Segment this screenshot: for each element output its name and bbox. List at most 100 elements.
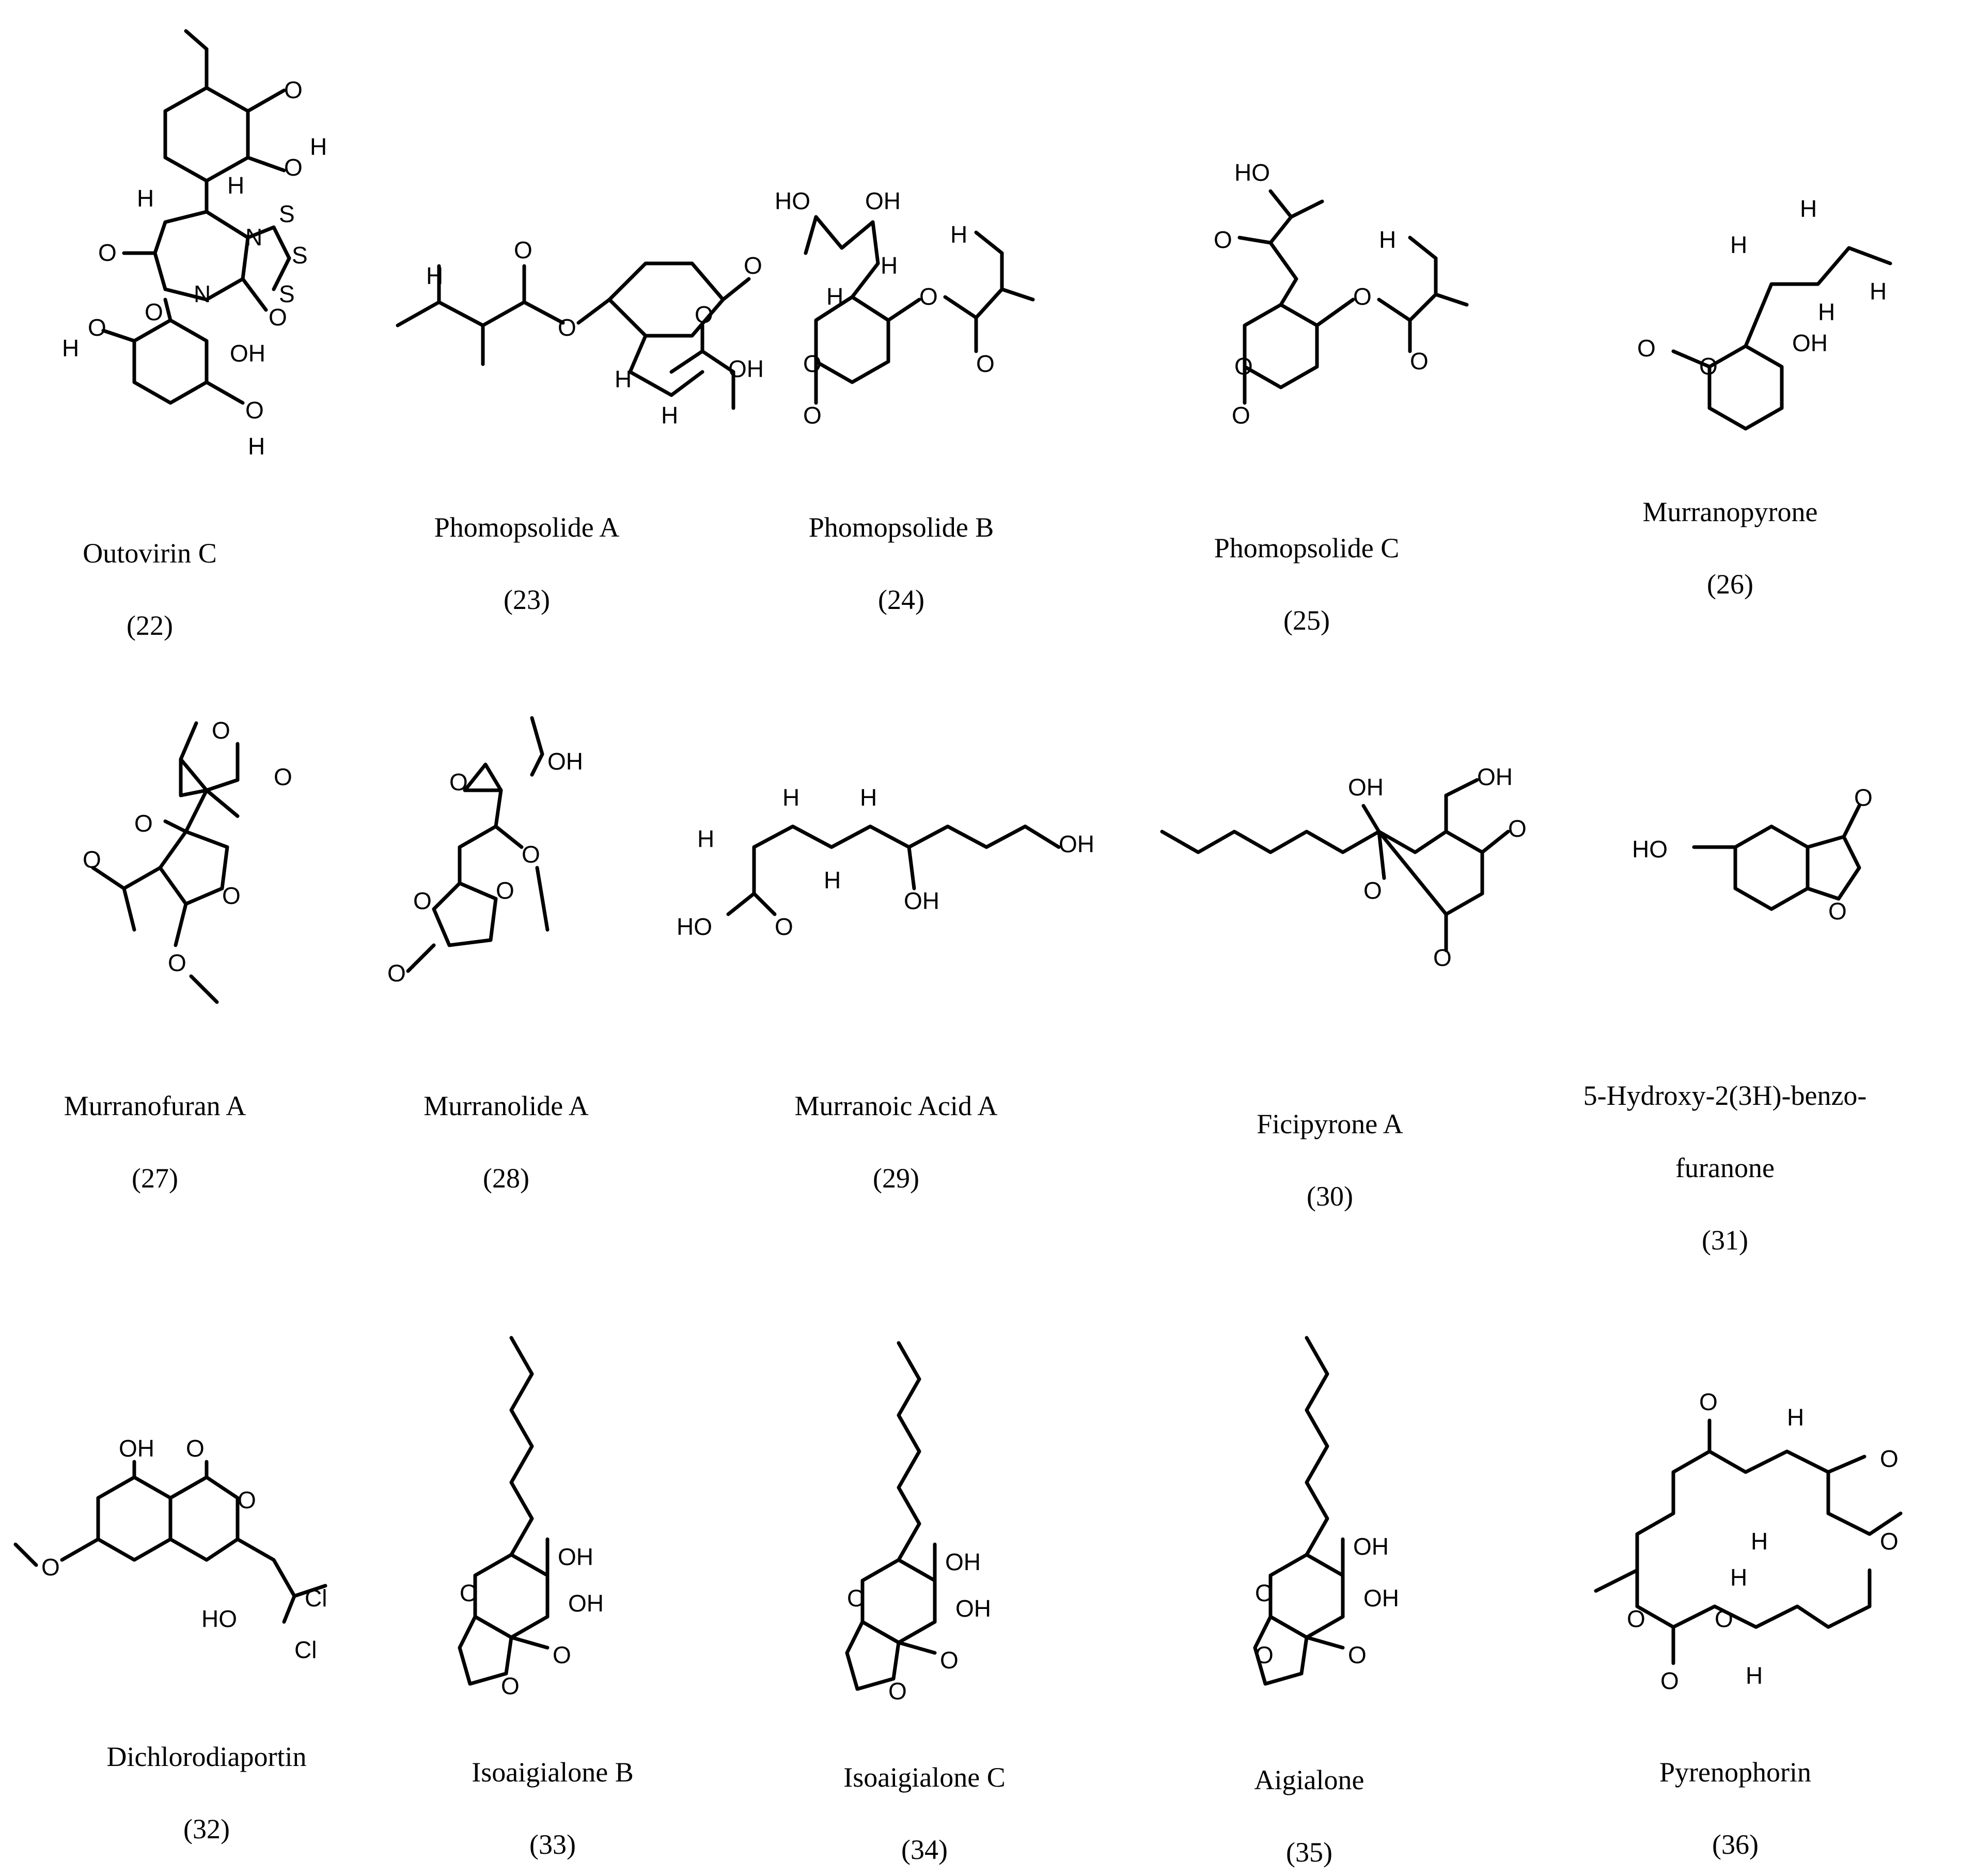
atom-label: O — [274, 763, 292, 790]
atom-label: Cl — [305, 1585, 327, 1612]
atom-label: H — [310, 133, 327, 160]
atom-label: O — [145, 299, 163, 325]
atom-label: O — [1348, 1641, 1367, 1668]
structure-svg: O O H O H H — [396, 237, 762, 429]
compound-name: Murranofuran A — [64, 1090, 246, 1121]
compound-number: (23) — [504, 584, 550, 615]
atom-label: O — [976, 350, 995, 377]
atom-label: H — [1730, 1564, 1747, 1591]
atom-label: O — [1433, 944, 1452, 971]
atom-label: O — [1828, 898, 1847, 925]
compound-name: Isoaigialone B — [472, 1757, 634, 1788]
atom-label: N — [194, 280, 211, 307]
atom-label: OH — [728, 355, 764, 382]
compound-number: (36) — [1712, 1829, 1759, 1860]
compound-name: Pyrenophorin — [1659, 1757, 1811, 1788]
atom-label: H — [824, 867, 841, 894]
atom-label: H — [1379, 226, 1396, 253]
structure-svg: HO OH H H O O O O H — [775, 187, 1035, 429]
atom-label: OH — [1792, 330, 1828, 356]
structure-svg: O O OH H H H H — [1637, 195, 1892, 431]
compound-number: (28) — [483, 1163, 529, 1194]
atom-label: OH — [558, 1543, 593, 1570]
compound-name: Murranolide A — [423, 1090, 589, 1121]
atom-label: S — [279, 200, 295, 227]
compound-number: (27) — [132, 1163, 178, 1194]
atom-label: O — [98, 239, 117, 266]
atom-label: H — [62, 335, 79, 362]
atom-label: OH — [230, 340, 265, 367]
atom-label: H — [426, 262, 443, 289]
atom-label: O — [88, 314, 106, 341]
atom-label: Cl — [294, 1636, 317, 1663]
atom-label: O — [514, 237, 532, 263]
atom-label: O — [1880, 1445, 1899, 1472]
compound-name: Outovirin C — [83, 538, 217, 569]
atom-label: O — [269, 304, 287, 331]
atom-label: H — [1870, 278, 1887, 305]
atom-label: O — [284, 76, 303, 103]
atom-label: H — [1730, 231, 1747, 258]
structure-ficipyrone-a: OH O O OH O — [1157, 759, 1539, 979]
compound-name: Murranopyrone — [1642, 496, 1818, 527]
atom-label: O — [1699, 1388, 1718, 1415]
atom-label: O — [1363, 877, 1382, 904]
atom-label: O — [449, 769, 468, 795]
structure-svg: OH O O OH O — [1160, 763, 1527, 971]
structure-svg: O OH OH O O — [458, 1336, 604, 1699]
atom-label: O — [744, 252, 762, 279]
atom-label: O — [501, 1672, 520, 1699]
atom-label: O — [460, 1580, 478, 1606]
structure-hydroxy-benzofuranone: HO O O — [1632, 784, 1921, 974]
atom-label: H — [860, 784, 877, 811]
compound-number: (29) — [873, 1163, 919, 1194]
compound-number: (35) — [1286, 1837, 1332, 1868]
atom-label: H — [615, 366, 632, 393]
atom-label: OH — [119, 1435, 154, 1462]
structure-phomopsolide-b: HO OH H H O O O O H — [775, 186, 1054, 457]
atom-label: O — [888, 1678, 907, 1705]
atom-label: HO — [1632, 836, 1668, 863]
atom-label: O — [940, 1647, 959, 1674]
atom-label: OH — [945, 1549, 981, 1575]
compound-number: (22) — [127, 610, 173, 641]
atom-label: O — [695, 301, 713, 328]
structure-svg: HO O O O O O H — [1214, 159, 1469, 429]
atom-label: O — [1660, 1667, 1679, 1694]
atom-label: OH — [1477, 763, 1513, 790]
structure-dichlorodiaportin: OH O O HO Cl Cl O — [13, 1431, 336, 1692]
structure-svg: O OH — [669, 301, 764, 410]
compound-name: Ficipyrone A — [1257, 1108, 1403, 1139]
compound-name: Phomopsolide A — [434, 512, 620, 543]
atom-label: O — [238, 1487, 256, 1513]
atom-label: OH — [1059, 831, 1094, 857]
atom-label: OH — [865, 187, 901, 214]
structure-phomopsolide-a: O O H O H H — [393, 217, 762, 436]
atom-label: H — [1751, 1528, 1768, 1555]
atom-label: OH — [904, 887, 939, 914]
atom-label: O — [558, 314, 576, 341]
compound-number: (32) — [183, 1814, 230, 1844]
atom-label: O — [1854, 784, 1873, 811]
atom-label: O — [83, 846, 101, 873]
atom-label: O — [1214, 226, 1232, 253]
atom-label: HO — [677, 913, 712, 940]
atom-label: OH — [1353, 1533, 1389, 1560]
atom-label: HO — [201, 1605, 237, 1632]
atom-label: H — [1746, 1662, 1763, 1689]
structure-murranolide-a: OH O O O O O — [377, 713, 625, 1025]
atom-label: O — [168, 949, 186, 976]
atom-label: O — [1637, 335, 1656, 362]
compound-number: (33) — [529, 1829, 576, 1860]
atom-label: HO — [775, 187, 810, 214]
structure-murranopyrone: O O OH H H H H — [1622, 195, 1911, 431]
atom-label: OH — [955, 1595, 991, 1622]
structure-isoaigialone-b: O OH OH O O — [458, 1333, 708, 1707]
atom-label: O — [1255, 1641, 1274, 1668]
atom-label: H — [950, 221, 967, 248]
structure-svg: HO O O — [1632, 784, 1873, 925]
atom-label: O — [1353, 283, 1372, 310]
compound-number: (25) — [1283, 605, 1330, 636]
compound-name: Phomopsolide B — [808, 512, 994, 543]
atom-label: H — [137, 185, 154, 212]
